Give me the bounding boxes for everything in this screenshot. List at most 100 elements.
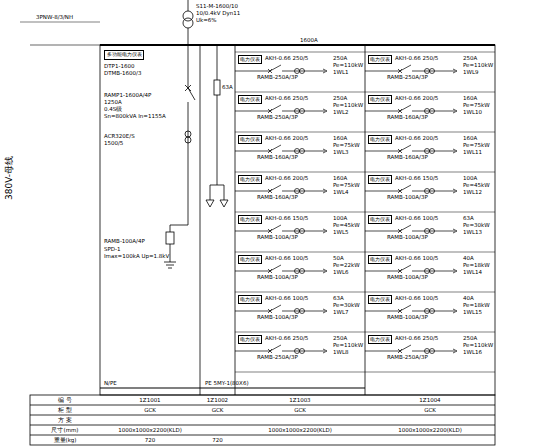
feeder-label: AKH-0.66 100/5: [265, 255, 308, 261]
feeder-wire: [282, 231, 325, 232]
ct-symbol: [185, 137, 191, 143]
feeder-label: RAMB-160A/3P: [387, 154, 428, 160]
incomer-wire: [188, 102, 189, 225]
feeder-wire: [235, 345, 281, 351]
ct-symbol: [300, 349, 305, 354]
breaker-cross: [185, 85, 191, 91]
breaker-cross: [398, 109, 402, 113]
outgoing-arrow: [323, 309, 327, 313]
feeder-wire: [282, 71, 325, 72]
feeder-label: 1WL10: [463, 109, 482, 115]
feeder-label: RAMB-100A/3P: [387, 314, 428, 320]
feeder-label: 1WL1: [333, 69, 349, 75]
breaker-cross: [398, 149, 402, 153]
feeder-label: RAMB-250A/3P: [257, 74, 298, 80]
ct-symbol: [425, 189, 430, 194]
feeder-label: Pe=45kW: [463, 182, 490, 188]
ground-symbol: [168, 268, 172, 269]
feeder-wire: [282, 111, 325, 112]
feeder-wire: [235, 265, 281, 271]
breaker-cross: [398, 349, 402, 353]
meter-label: 电力仪表: [240, 97, 260, 103]
feeder-label: RAMB-100A/3P: [387, 234, 428, 240]
row-divider: [235, 52, 365, 53]
branch-wire: [217, 95, 218, 185]
feeder-label: AKH-0.66 100/5: [395, 215, 438, 221]
ct-symbol: [430, 69, 435, 74]
feeder-meter-box: 电力仪表: [368, 175, 392, 184]
table-cell: 1000x1000x2200(KLD): [365, 427, 495, 433]
incoming-wire: [188, 28, 189, 45]
annotation: DTP1-1600: [104, 63, 134, 69]
breaker-cross: [398, 309, 402, 313]
ct-symbol: [295, 349, 300, 354]
ct-symbol: [430, 349, 435, 354]
feeder-wire: [235, 305, 281, 311]
table-rule: [30, 405, 495, 406]
row-divider: [365, 172, 495, 173]
outgoing-arrow: [453, 109, 457, 113]
row-divider: [365, 132, 495, 133]
table-cell: GCK: [100, 407, 200, 413]
ct-symbol: [300, 229, 305, 234]
feeder-label: 1WL12: [463, 189, 482, 195]
breaker-cross: [398, 189, 402, 193]
breaker-cross: [268, 269, 272, 273]
feeder-label: RAMB-250A/3P: [387, 74, 428, 80]
annotation: ACR320E/S: [104, 133, 135, 139]
feeder-wire: [412, 231, 455, 232]
feeder-label: 40A: [463, 255, 474, 261]
outgoing-arrow: [323, 189, 327, 193]
arrester-symbol: [206, 200, 214, 207]
ct-symbol: [425, 269, 430, 274]
feeder-label: Pe=30kW: [463, 222, 490, 228]
annotation: 63A: [222, 84, 233, 90]
breaker-cross: [268, 229, 272, 233]
feeder-label: AKH-0.66 200/5: [265, 135, 308, 141]
breaker-cross: [398, 269, 402, 273]
outgoing-arrow: [453, 149, 457, 153]
ct-symbol: [425, 229, 430, 234]
feeder-label: RAMB-160A/3P: [387, 114, 428, 120]
feeder-label: Pe=30kW: [333, 302, 360, 308]
feeder-label: 250A: [333, 55, 347, 61]
feeder-wire: [282, 271, 325, 272]
feeder-wire: [412, 71, 455, 72]
ct-symbol: [300, 189, 305, 194]
feeder-label: 250A: [333, 95, 347, 101]
feeder-label: RAMB-250A/3P: [257, 114, 298, 120]
ct-symbol: [425, 109, 430, 114]
fuse-symbol: [214, 80, 220, 95]
feeder-label: 50A: [333, 255, 344, 261]
feeder-wire: [365, 65, 411, 71]
table-cell: 1Z1004: [365, 397, 495, 403]
feeder-wire: [412, 191, 455, 192]
breaker-cross: [398, 269, 402, 273]
feeder-wire: [282, 351, 325, 352]
feeder-label: RAMB-250A/3P: [257, 354, 298, 360]
outgoing-arrow: [323, 269, 327, 273]
feeder-label: 250A: [333, 335, 347, 341]
feeder-label: 1WL3: [333, 149, 349, 155]
breaker-blade: [188, 88, 195, 100]
feeder-label: 1WL11: [463, 149, 482, 155]
outgoing-arrow: [453, 189, 457, 193]
branch-wire: [217, 45, 218, 80]
breaker-cross: [268, 149, 272, 153]
feeder-meter-box: 电力仪表: [368, 95, 392, 104]
annotation: Sn=800kVA In=1155A: [104, 113, 166, 119]
spd-box: [166, 232, 174, 244]
feeder-meter-box: 电力仪表: [238, 215, 262, 224]
meter-label: 电力仪表: [240, 177, 260, 183]
ct-symbol: [295, 309, 300, 314]
annotation: PE 5MY-1(80X6): [205, 380, 249, 386]
outgoing-arrow: [453, 69, 457, 73]
meter-label: 电力仪表: [370, 217, 390, 223]
row-divider: [235, 332, 365, 333]
feeder-wire: [412, 111, 455, 112]
feeder-label: AKH-0.66 250/5: [265, 335, 308, 341]
feeder-label: 160A: [463, 135, 477, 141]
feeder-wire: [235, 145, 281, 151]
feeder-label: AKH-0.66 250/5: [265, 95, 308, 101]
meter-label: 电力仪表: [240, 57, 260, 63]
